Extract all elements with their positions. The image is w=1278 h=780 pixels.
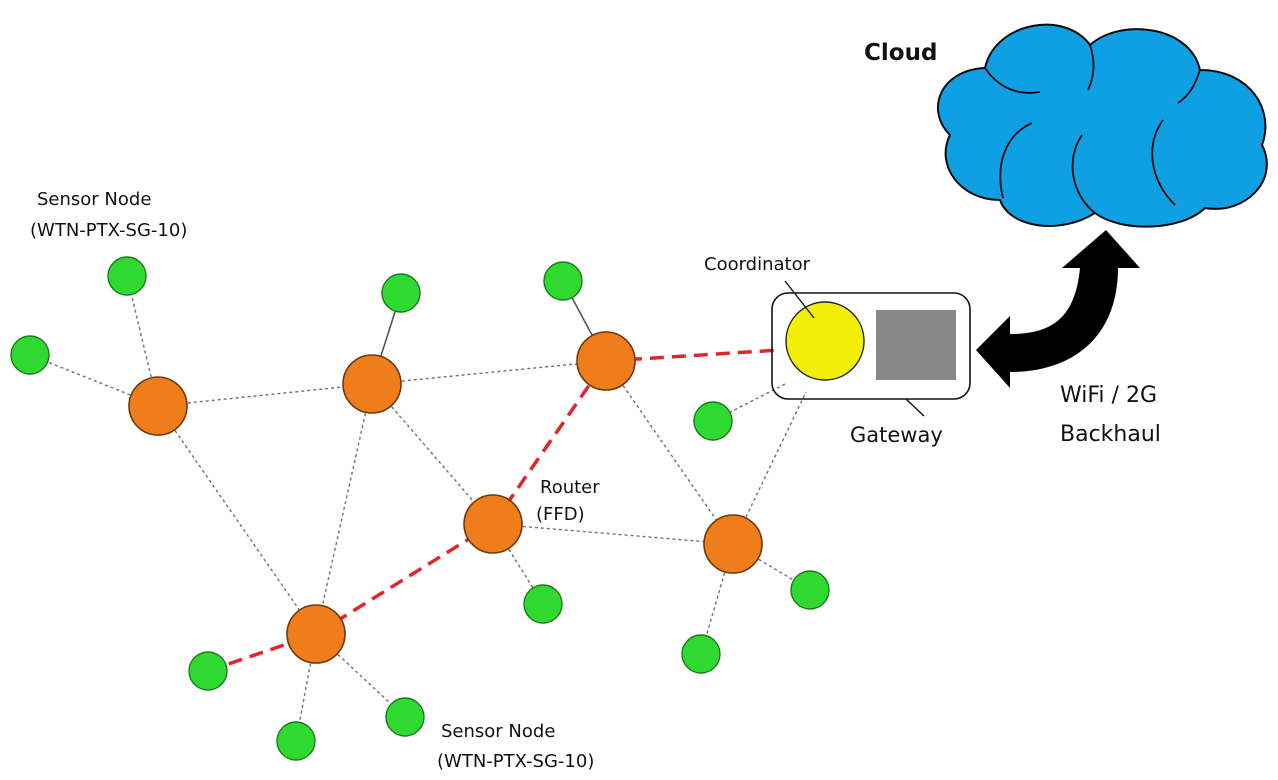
sensor-node bbox=[107, 256, 147, 296]
route-r4-r3 bbox=[491, 360, 608, 525]
router-node bbox=[576, 331, 636, 391]
link-r1-r6 bbox=[157, 405, 317, 635]
link-r2-r4 bbox=[371, 383, 494, 525]
route-r6-r4 bbox=[315, 522, 494, 636]
sensor-node bbox=[543, 261, 583, 301]
coordinator-node bbox=[785, 301, 865, 381]
sensor-node bbox=[693, 401, 733, 441]
link-r3-r5 bbox=[605, 360, 734, 545]
sensor-top-label-line1: Sensor Node bbox=[37, 189, 151, 210]
link-r4-r5 bbox=[492, 523, 734, 545]
router-label-line2: (FFD) bbox=[536, 504, 585, 525]
link-r5-gateway bbox=[732, 391, 807, 545]
gateway-pointer bbox=[905, 398, 925, 417]
gateway-module bbox=[876, 310, 956, 380]
link-r2-r3 bbox=[371, 360, 607, 385]
link-r1-s1 bbox=[126, 275, 159, 407]
gateway-box bbox=[771, 292, 971, 400]
router-node bbox=[286, 604, 346, 664]
sensor-node bbox=[681, 634, 721, 674]
router-node bbox=[463, 494, 523, 554]
backhaul-label-line1: WiFi / 2G bbox=[1060, 383, 1157, 408]
sensor-node bbox=[381, 273, 421, 313]
bidirectional-curved-arrow-icon bbox=[976, 230, 1140, 388]
gateway bbox=[771, 280, 971, 417]
router-node bbox=[703, 514, 763, 574]
cloud-label: Cloud bbox=[864, 40, 937, 66]
sensor-node bbox=[523, 584, 563, 624]
sensor-node bbox=[790, 570, 830, 610]
sensor-nodes bbox=[10, 256, 830, 761]
router-node bbox=[128, 376, 188, 436]
labels: Cloud Coordinator Gateway WiFi / 2G Back… bbox=[30, 40, 1161, 772]
gateway-label: Gateway bbox=[850, 423, 943, 447]
sensor-top-label-line2: (WTN-PTX-SG-10) bbox=[30, 220, 187, 241]
router-nodes bbox=[128, 331, 763, 664]
router-node bbox=[342, 354, 402, 414]
sensor-node bbox=[385, 697, 425, 737]
sensor-bottom-label-line1: Sensor Node bbox=[441, 721, 555, 742]
sensor-node bbox=[276, 721, 316, 761]
sensor-bottom-label-line2: (WTN-PTX-SG-10) bbox=[437, 751, 594, 772]
link-r1-s2 bbox=[29, 354, 159, 407]
coordinator-pointer bbox=[784, 280, 815, 319]
sensor-node bbox=[188, 651, 228, 691]
backhaul-label-line2: Backhaul bbox=[1060, 422, 1161, 447]
coordinator-label: Coordinator bbox=[704, 254, 811, 275]
router-label-line1: Router bbox=[540, 477, 600, 498]
cloud-icon bbox=[936, 23, 1268, 228]
link-r1-r2 bbox=[157, 383, 373, 407]
sensor-node bbox=[10, 335, 50, 375]
link-r2-r6 bbox=[315, 383, 373, 635]
